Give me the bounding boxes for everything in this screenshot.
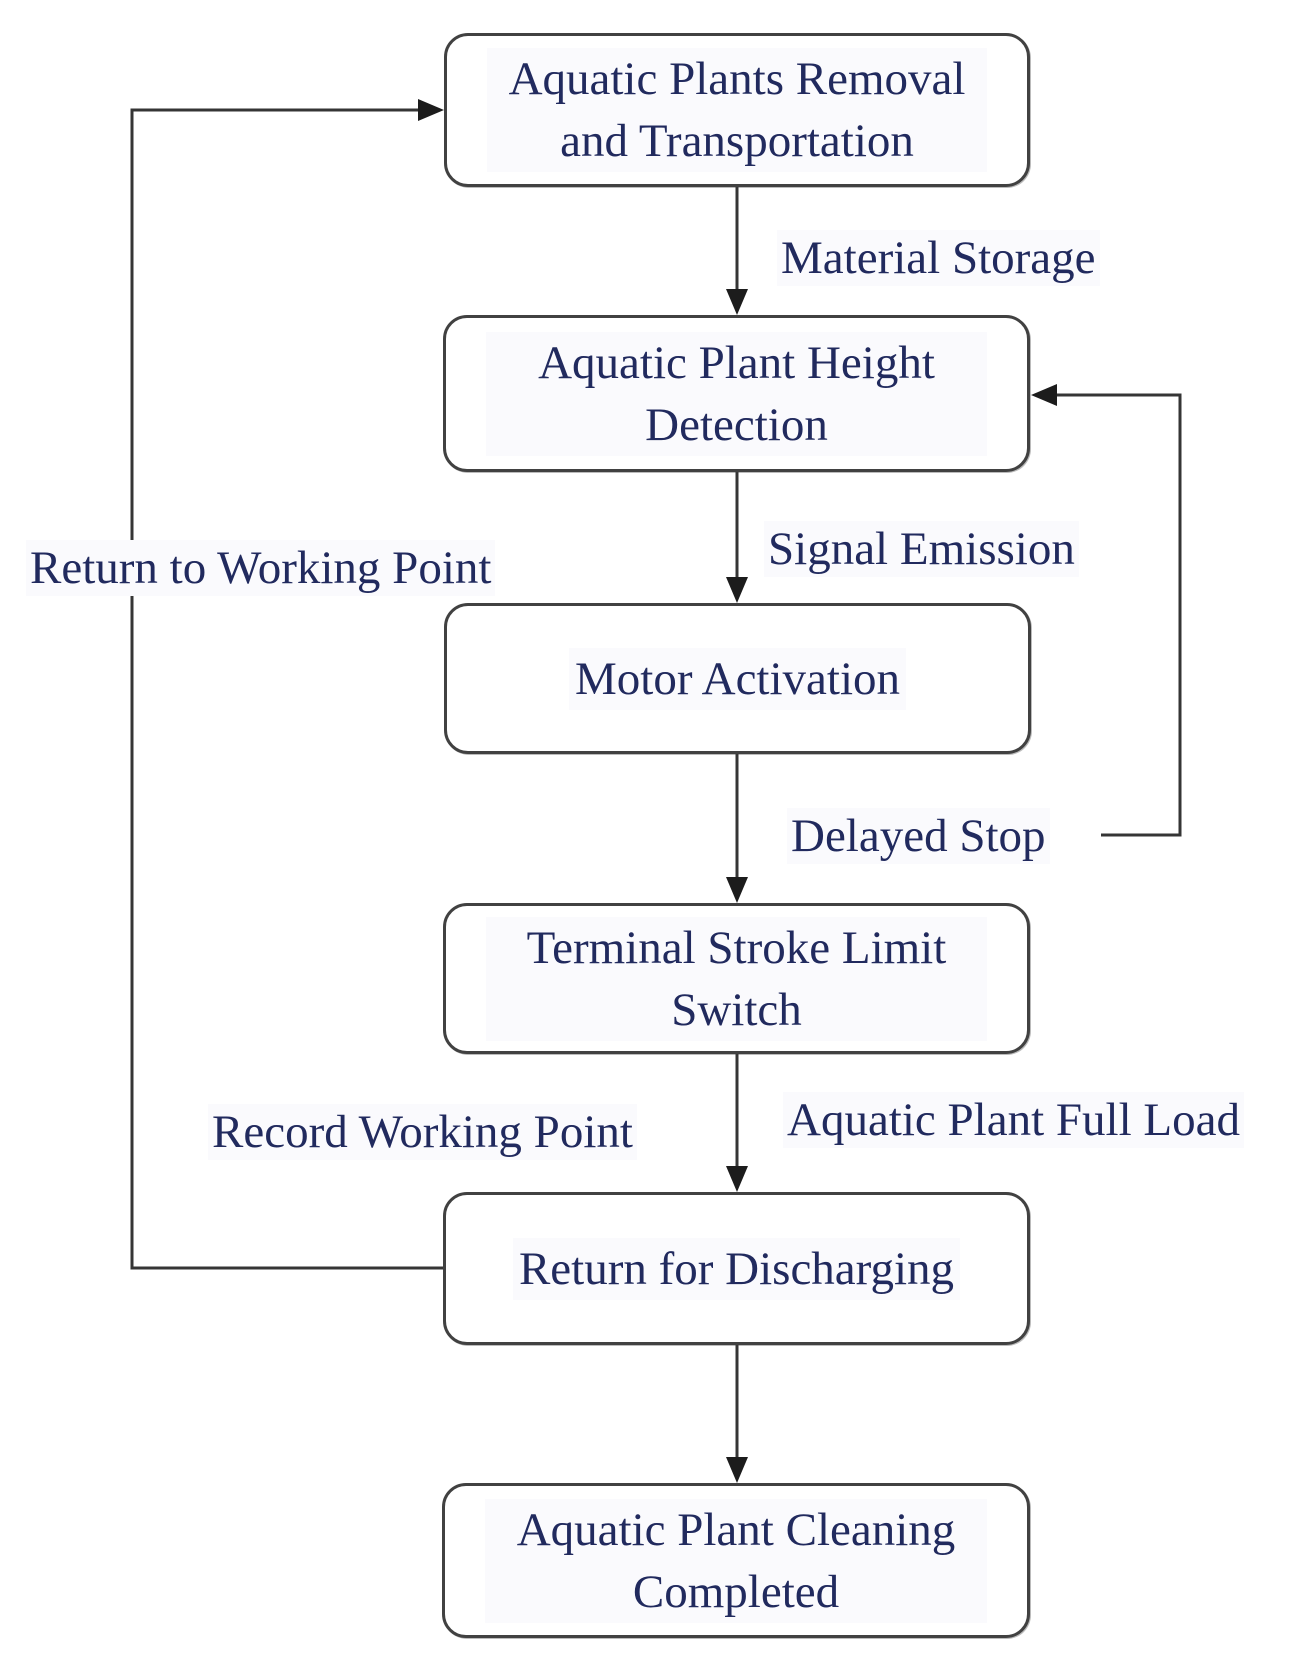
arrow-discharge-to-complete xyxy=(726,1345,748,1483)
edge-label-return-to-working-point: Return to Working Point xyxy=(26,540,496,596)
node-label: Return for Discharging xyxy=(512,1237,961,1300)
arrow-height-to-motor xyxy=(726,471,748,603)
edge-label-signal-emission: Signal Emission xyxy=(764,521,1079,577)
loop-return-to-working-point xyxy=(130,99,444,1270)
arrow-motor-to-limit xyxy=(726,753,748,903)
arrow-limit-to-discharge xyxy=(726,1053,748,1192)
node-label: Terminal Stroke Limit Switch xyxy=(486,916,987,1041)
node-aquatic-plant-cleaning-completed: Aquatic Plant Cleaning Completed xyxy=(442,1483,1030,1638)
edge-label-delayed-stop: Delayed Stop xyxy=(787,808,1050,864)
node-terminal-stroke-limit-switch: Terminal Stroke Limit Switch xyxy=(443,903,1030,1054)
node-motor-activation: Motor Activation xyxy=(444,603,1031,754)
edge-label-material-storage: Material Storage xyxy=(777,230,1100,286)
loop-delayed-stop-to-height xyxy=(1031,384,1182,837)
node-label: Aquatic Plant Cleaning Completed xyxy=(485,1498,987,1623)
node-aquatic-plant-height-detection: Aquatic Plant Height Detection xyxy=(443,315,1030,472)
node-label: Aquatic Plants Removal and Transportatio… xyxy=(487,48,987,172)
node-return-for-discharging: Return for Discharging xyxy=(443,1192,1030,1345)
node-label: Motor Activation xyxy=(568,647,907,710)
arrow-removal-to-height xyxy=(726,187,748,315)
node-aquatic-plants-removal: Aquatic Plants Removal and Transportatio… xyxy=(444,33,1030,187)
edge-label-record-working-point: Record Working Point xyxy=(208,1104,637,1160)
edge-label-aquatic-plant-full-load: Aquatic Plant Full Load xyxy=(783,1092,1244,1148)
node-label: Aquatic Plant Height Detection xyxy=(486,331,987,456)
